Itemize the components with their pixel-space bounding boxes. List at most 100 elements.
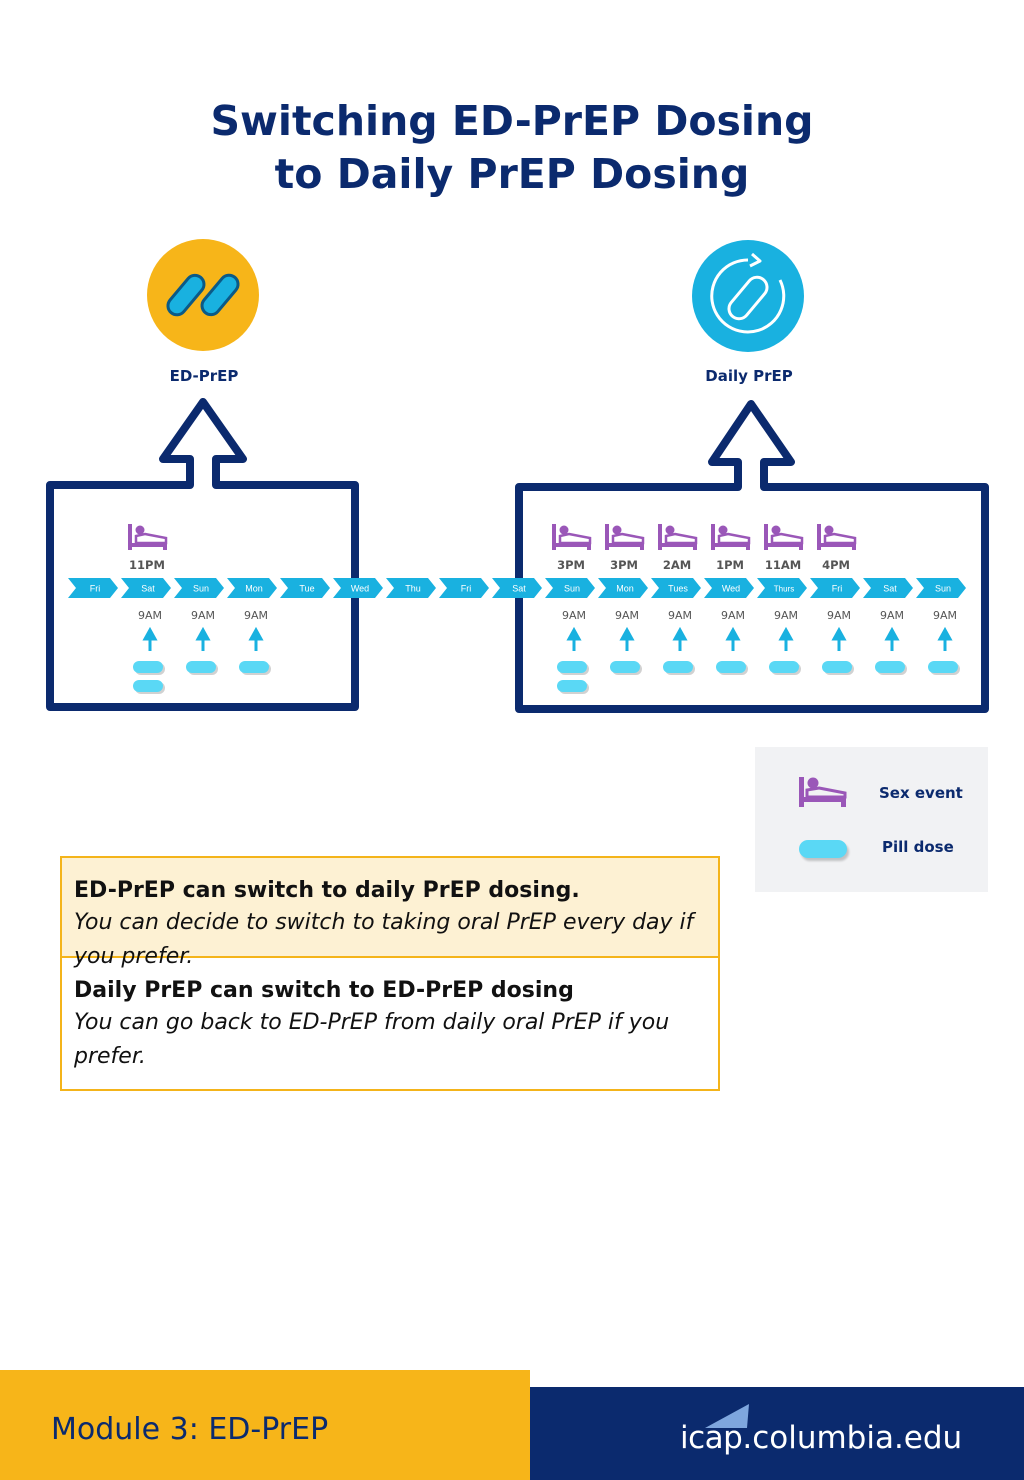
day-label: Tue	[299, 584, 314, 594]
day-chevron	[386, 578, 436, 598]
day-chevron	[333, 578, 383, 598]
pill-dose	[928, 661, 958, 673]
pill-dose	[186, 661, 216, 673]
two-pills-icon	[147, 239, 259, 351]
day-label: Wed	[722, 584, 740, 594]
day-chevron	[651, 578, 701, 598]
dose-arrow	[672, 626, 688, 651]
dose-arrow	[566, 626, 582, 651]
bed-icon	[552, 524, 592, 550]
page-title-line-2: to Daily PrEP Dosing	[274, 150, 750, 198]
info-body-2: You can go back to ED-PrEP from daily or…	[74, 1010, 670, 1069]
site-url-icap: icap	[680, 1420, 743, 1456]
day-label: Sun	[193, 584, 209, 594]
dose-time: 9AM	[774, 609, 798, 622]
pill-dose	[557, 680, 587, 692]
footer-site-bar	[530, 1387, 1024, 1480]
sex-event-time: 4PM	[822, 558, 850, 572]
day-label: Wed	[351, 584, 369, 594]
dose-time: 9AM	[615, 609, 639, 622]
bed-icon	[605, 524, 645, 550]
day-label: Sun	[564, 584, 580, 594]
info-row-ed-to-daily: ED-PrEP can switch to daily PrEP dosing.…	[62, 858, 718, 969]
info-box: ED-PrEP can switch to daily PrEP dosing.…	[60, 856, 720, 1091]
info-heading-2: Daily PrEP can switch to ED-PrEP dosing	[74, 978, 574, 1003]
day-label: Sat	[141, 584, 155, 594]
dose-time: 9AM	[138, 609, 162, 622]
dose-time: 9AM	[562, 609, 586, 622]
ed-prep-frame	[46, 398, 359, 711]
dose-time: 9AM	[721, 609, 745, 622]
day-label: Sun	[935, 584, 951, 594]
sex-event-time: 1PM	[716, 558, 744, 572]
dose-arrow	[831, 626, 847, 651]
day-chevron	[598, 578, 648, 598]
day-chevron	[174, 578, 224, 598]
daily-prep-frame	[515, 400, 989, 713]
info-heading-1: ED-PrEP can switch to daily PrEP dosing.	[74, 878, 580, 903]
info-row-daily-to-ed: Daily PrEP can switch to ED-PrEP dosing …	[62, 958, 718, 1089]
day-label: Mon	[616, 584, 634, 594]
day-label: Thu	[405, 584, 421, 594]
day-chevron	[227, 578, 277, 598]
dose-arrow	[619, 626, 635, 651]
legend-pill-dose: Pill dose	[882, 838, 954, 856]
day-chevron	[68, 578, 118, 598]
day-chevron	[757, 578, 807, 598]
pill-dose	[133, 680, 163, 692]
timeline-diagram: Fri Sat Sun Mon Tue Wed Thu Fri Sat Sun Mon Tues Wed…	[46, 398, 989, 713]
dose-arrow	[195, 626, 211, 651]
dose-time: 9AM	[191, 609, 215, 622]
day-label: Tues	[668, 584, 688, 594]
pill-dose	[557, 661, 587, 673]
bed-icon	[817, 524, 857, 550]
site-url-domain: .columbia.edu	[742, 1420, 963, 1456]
dose-arrow	[937, 626, 953, 651]
bed-icon	[658, 524, 698, 550]
dose-arrow	[248, 626, 264, 651]
day-label: Fri	[90, 584, 101, 594]
bed-icon	[128, 524, 168, 550]
sex-event-time: 3PM	[610, 558, 638, 572]
day-chevron	[916, 578, 966, 598]
sex-event-time: 3PM	[557, 558, 585, 572]
dose-time: 9AM	[244, 609, 268, 622]
day-label: Fri	[461, 584, 472, 594]
day-label: Fri	[832, 584, 843, 594]
pill-dose	[663, 661, 693, 673]
sex-event-time: 2AM	[663, 558, 691, 572]
dose-arrow	[778, 626, 794, 651]
page-title-line-1: Switching ED-PrEP Dosing	[210, 97, 814, 145]
dose-arrow	[142, 626, 158, 651]
daily-prep-label: Daily PrEP	[705, 367, 793, 385]
site-url[interactable]: icap.columbia.edu	[680, 1420, 962, 1456]
info-body-1: You can decide to switch to taking oral …	[74, 910, 694, 969]
daily-prep-circle	[692, 240, 804, 352]
day-chevron	[545, 578, 595, 598]
day-chevron	[810, 578, 860, 598]
pill-dose	[239, 661, 269, 673]
dose-arrow	[725, 626, 741, 651]
dose-time: 9AM	[668, 609, 692, 622]
dose-arrow	[884, 626, 900, 651]
day-chevron	[280, 578, 330, 598]
day-label: Mon	[245, 584, 263, 594]
bed-icon	[799, 777, 847, 807]
sex-event-time: 11PM	[129, 558, 165, 572]
ed-prep-label: ED-PrEP	[169, 367, 239, 385]
sex-event-time: 11AM	[765, 558, 801, 572]
pill-icon	[799, 840, 847, 858]
ed-prep-circle	[147, 239, 259, 351]
legend-sex-event: Sex event	[879, 784, 963, 802]
day-chevron	[704, 578, 754, 598]
day-chevron	[492, 578, 542, 598]
module-label: Module 3: ED-PrEP	[51, 1412, 329, 1447]
pill-dose	[875, 661, 905, 673]
pill-dose	[716, 661, 746, 673]
day-label: Sat	[512, 584, 526, 594]
day-label: Sat	[883, 584, 897, 594]
bed-icon	[711, 524, 751, 550]
day-chevron	[121, 578, 171, 598]
pill-dose	[822, 661, 852, 673]
day-chevron	[863, 578, 913, 598]
